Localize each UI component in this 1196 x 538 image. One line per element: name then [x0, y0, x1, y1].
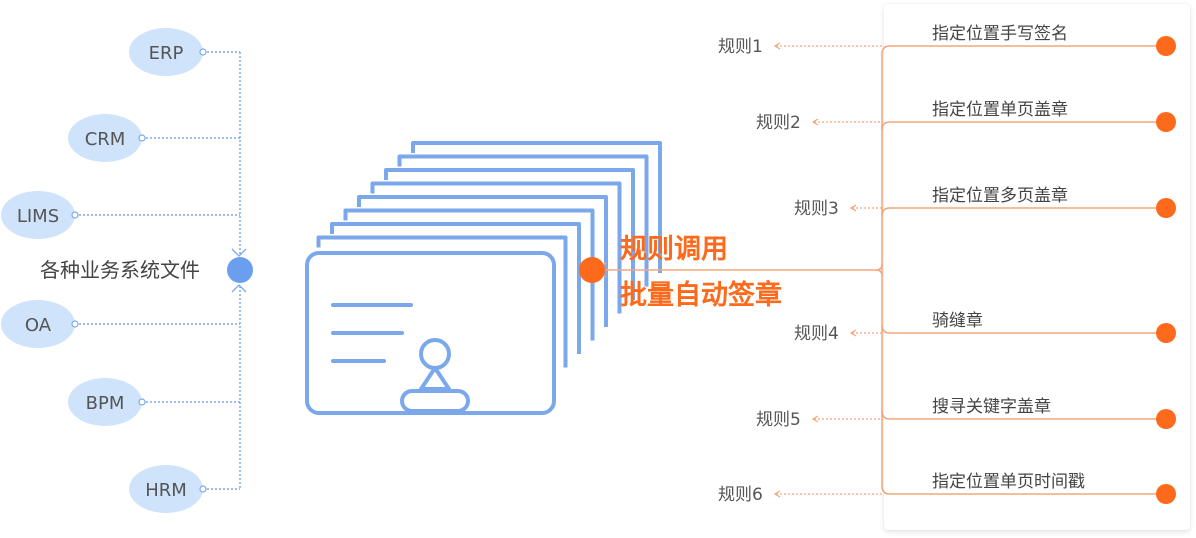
system-label: BPM — [86, 393, 125, 414]
arrow-down-icon — [231, 248, 247, 257]
connector-dot — [199, 485, 207, 493]
system-node-oa: OA — [1, 300, 240, 348]
rule-action: 指定位置单页时间戳 — [932, 472, 1085, 492]
rule-end-dot — [1156, 484, 1176, 504]
stacked-page — [411, 141, 662, 273]
rule-action: 指定位置单页盖章 — [932, 100, 1068, 120]
arrow-left-icon — [849, 204, 857, 212]
arrow-left-icon — [773, 490, 781, 498]
connector-dot — [138, 398, 146, 406]
stacked-page — [370, 181, 622, 314]
system-node-bpm: BPM — [68, 378, 240, 426]
rule-action: 骑缝章 — [932, 311, 983, 331]
rule-branch — [881, 410, 1166, 420]
system-bubble — [129, 28, 203, 76]
rule-action: 指定位置手写签名 — [932, 24, 1068, 44]
systems-hub-dot — [227, 257, 253, 283]
arrow-left-icon — [811, 415, 819, 423]
stacked-page — [397, 154, 649, 287]
system-bubble — [68, 114, 142, 162]
rules-hub-dot — [579, 257, 605, 283]
rule-label: 规则2 — [756, 113, 801, 133]
arrow-left-icon — [811, 118, 819, 126]
system-label: LIMS — [17, 206, 59, 227]
rule-label: 规则5 — [756, 410, 801, 430]
system-bubble — [129, 465, 203, 513]
connector-dot — [71, 320, 79, 328]
rule-action: 指定位置多页盖章 — [932, 186, 1068, 206]
rule-label: 规则6 — [718, 485, 763, 505]
rule-label: 规则3 — [794, 199, 839, 219]
connector-dot — [138, 134, 146, 142]
stacked-page — [384, 168, 635, 300]
rule-branch — [881, 324, 1166, 334]
system-node-lims: LIMS — [1, 191, 240, 239]
stacked-page — [357, 195, 608, 327]
rule-end-dot — [1156, 36, 1176, 56]
rule-end-dot — [1156, 112, 1176, 132]
system-node-erp: ERP — [129, 28, 240, 76]
system-bubble — [1, 191, 75, 239]
arrow-up-icon — [231, 284, 247, 293]
system-label: CRM — [85, 129, 126, 150]
rule-action: 搜寻关键字盖章 — [932, 397, 1051, 417]
center-label-line2: 批量自动签章 — [620, 279, 782, 311]
systems-title: 各种业务系统文件 — [40, 258, 200, 282]
rules-panel — [884, 4, 1190, 530]
business-systems-group: 各种业务系统文件 ERP CRM LIMS OA BPM HRM — [1, 28, 253, 513]
batch-signing-label: 规则调用 批量自动签章 — [620, 234, 782, 311]
connector-dot — [71, 211, 79, 219]
rules-trunk-joint — [875, 263, 883, 277]
rule-branch — [881, 207, 1166, 217]
rule-label: 规则4 — [794, 324, 839, 344]
system-label: OA — [25, 315, 52, 336]
rule-branch — [881, 45, 1166, 55]
stacked-page — [316, 235, 568, 368]
rule-end-dot — [1156, 323, 1176, 343]
system-bubble — [1, 300, 75, 348]
rule-end-dot — [1156, 198, 1176, 218]
arrow-left-icon — [849, 329, 857, 337]
system-bubble — [68, 378, 142, 426]
rule-branch — [881, 485, 1166, 495]
system-label: ERP — [149, 43, 184, 64]
stacked-page — [330, 222, 581, 354]
document-stack-icon — [305, 141, 662, 415]
rule-branch — [881, 121, 1166, 131]
system-node-hrm: HRM — [129, 465, 240, 513]
connector-dot — [199, 48, 207, 56]
arrow-left-icon — [773, 42, 781, 50]
seal-base-icon — [400, 389, 470, 413]
rule-label: 规则1 — [718, 37, 763, 57]
system-label: HRM — [145, 480, 187, 501]
system-node-crm: CRM — [68, 114, 240, 162]
center-label-line1: 规则调用 — [620, 234, 728, 265]
rule-end-dot — [1156, 409, 1176, 429]
